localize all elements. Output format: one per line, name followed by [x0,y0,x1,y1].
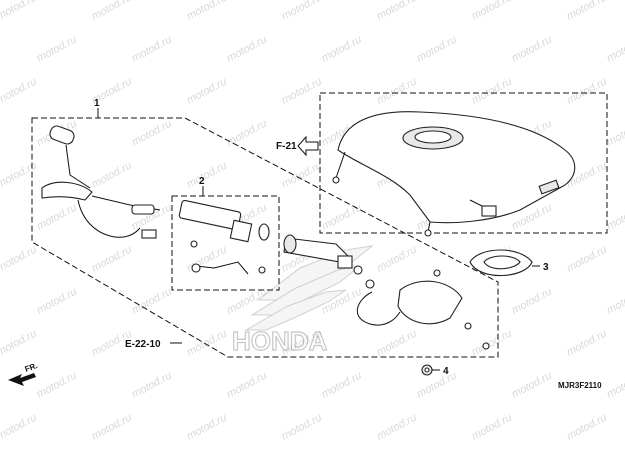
f21-arrow-icon [297,135,319,157]
watermark-text: motod.ru [470,328,514,359]
watermark-text: motod.ru [0,0,39,23]
watermark-text: motod.ru [565,244,609,275]
ref-e2210: E-22-10 [125,339,161,350]
fuel-tank [332,111,576,237]
watermark-text: motod.ru [320,202,364,233]
watermark-text: motod.ru [35,34,79,65]
watermark-text: motod.ru [35,202,79,233]
assembly-2-parts [178,199,270,275]
watermark-text: motod.ru [510,34,554,65]
watermark-text: motod.ru [185,160,229,191]
watermark-text: motod.ru [565,412,609,443]
watermark-text: motod.ru [185,76,229,107]
watermark-text: motod.ru [565,76,609,107]
watermark-text: motod.ru [280,0,324,23]
callout-1: 1 [94,98,100,109]
watermark-text: motod.ru [130,118,174,149]
watermark-text: motod.ru [280,76,324,107]
watermark-text: motod.ru [375,328,419,359]
watermark-text: motod.ru [130,370,174,401]
watermark-text: motod.ru [415,370,459,401]
fuel-pump [283,234,363,275]
watermark-text: motod.ru [90,160,134,191]
nut-part-4 [421,364,440,376]
watermark-text: motod.ru [280,412,324,443]
watermark-text: motod.ru [185,0,229,23]
watermark-text: motod.ru [35,370,79,401]
leader-lines [97,108,204,344]
watermark-text: motod.ru [320,370,364,401]
watermark-text: motod.ru [510,370,554,401]
ref-f21: F-21 [276,141,297,152]
watermark-text: motod.ru [0,244,39,275]
watermark-text: motod.ru [605,370,625,401]
pump-base-assembly [357,269,490,350]
watermark-text: motod.ru [225,34,269,65]
callout-2: 2 [199,176,205,187]
gasket-part-3 [469,249,540,277]
watermark-text: motod.ru [565,0,609,23]
watermark-text: motod.ru [510,286,554,317]
watermark-text: motod.ru [470,0,514,23]
watermark-text: motod.ru [0,160,39,191]
watermark-text: motod.ru [90,412,134,443]
watermark-text: motod.ru [185,412,229,443]
watermark-text: motod.ru [320,34,364,65]
watermark-text: motod.ru [470,76,514,107]
watermark-text: motod.ru [375,244,419,275]
watermark-text: motod.ru [605,118,625,149]
watermark-text: motod.ru [35,286,79,317]
honda-brand-text: HONDA [232,326,328,356]
front-direction-arrow-icon [8,373,36,386]
watermark-text: motod.ru [565,328,609,359]
front-label: FR. [24,361,39,374]
watermark-text: motod.ru [470,412,514,443]
watermark-text: motod.ru [605,34,625,65]
watermark-text: motod.ru [185,244,229,275]
watermark-text: motod.ru [375,76,419,107]
watermark-text: motod.ru [0,412,39,443]
watermark-text: motod.ru [415,34,459,65]
honda-logo: HONDA [231,245,374,357]
watermark-text: motod.ru [225,370,269,401]
watermark-layer: motod.ru motod.ru motod.ru motod.ru motod.ru… [0,0,625,443]
watermark-text: motod.ru [375,412,419,443]
assembly-2-boundary [171,195,280,291]
watermark-text: motod.ru [130,34,174,65]
watermark-text: motod.ru [605,202,625,233]
callout-4: 4 [443,366,449,377]
diagram-code: MJR3F2110 [558,381,602,390]
watermark-text: motod.ru [605,286,625,317]
watermark-text: motod.ru [280,160,324,191]
watermark-text: motod.ru [375,0,419,23]
fuel-tank-boundary [319,92,608,234]
watermark-text: motod.ru [0,328,39,359]
watermark-text: motod.ru [225,118,269,149]
assembly-1-boundary [31,117,499,358]
watermark-text: motod.ru [0,76,39,107]
fuel-level-sender [41,125,161,239]
callout-3: 3 [543,262,549,273]
watermark-text: motod.ru [90,0,134,23]
watermark-text: motod.ru [90,244,134,275]
